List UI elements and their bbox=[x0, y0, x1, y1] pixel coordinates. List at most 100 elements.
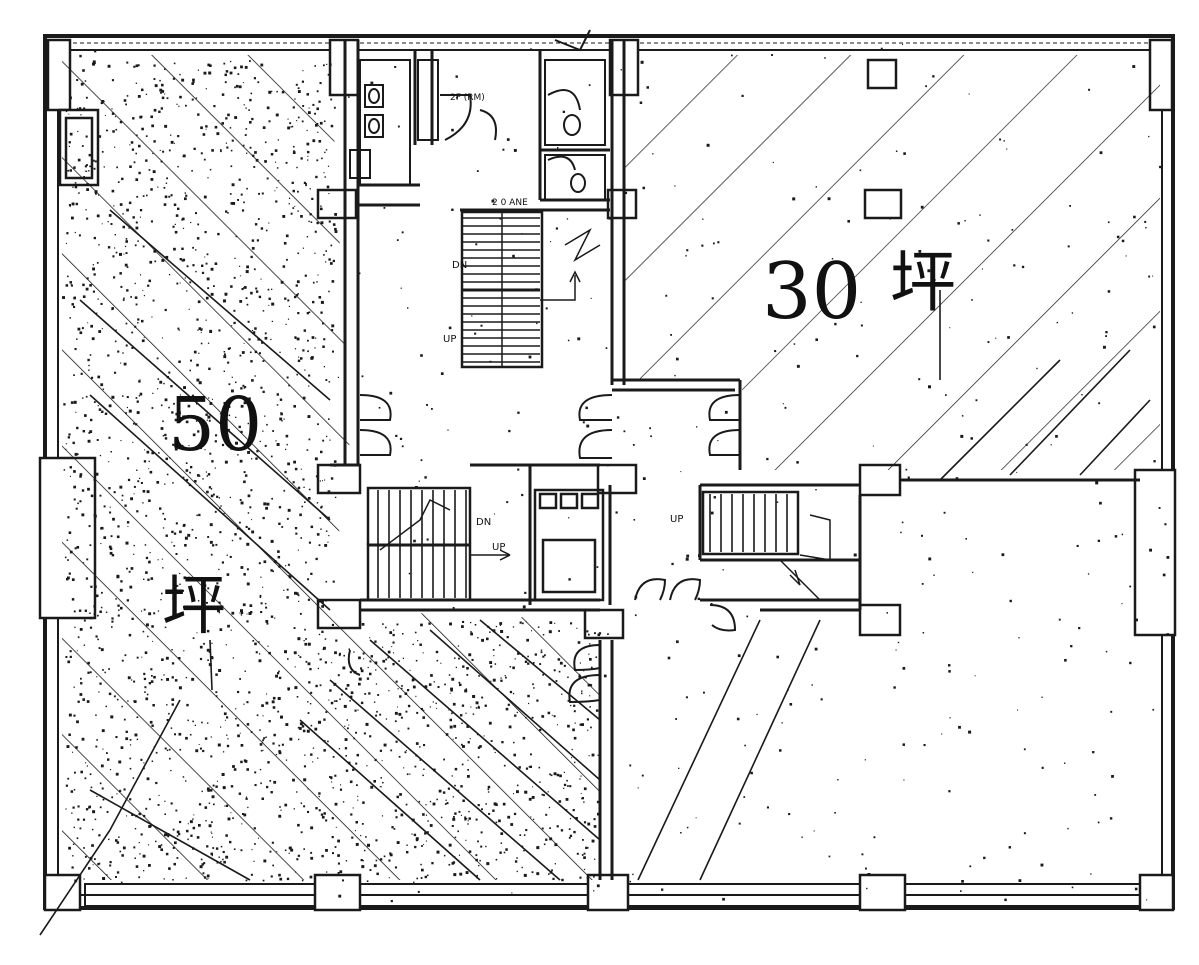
speckle bbox=[581, 854, 584, 856]
speckle bbox=[481, 808, 483, 811]
speckle bbox=[81, 489, 85, 492]
speckle bbox=[304, 754, 306, 756]
speckle bbox=[323, 740, 326, 742]
speckle bbox=[255, 158, 259, 162]
speckle bbox=[965, 538, 967, 540]
speckle bbox=[76, 837, 79, 840]
speckle bbox=[86, 765, 88, 767]
speckle bbox=[422, 774, 424, 777]
speckle bbox=[98, 408, 102, 411]
speckle bbox=[172, 77, 175, 80]
speckle bbox=[247, 451, 250, 454]
speckle bbox=[263, 737, 266, 740]
speckle bbox=[1097, 821, 1100, 824]
speckle bbox=[392, 633, 395, 637]
speckle bbox=[632, 873, 634, 876]
speckle bbox=[90, 324, 93, 328]
speckle bbox=[464, 689, 468, 693]
speckle bbox=[427, 820, 429, 822]
speckle bbox=[1041, 696, 1043, 698]
speckle bbox=[172, 225, 175, 228]
speckle bbox=[203, 642, 205, 645]
speckle bbox=[509, 690, 513, 694]
speckle bbox=[949, 327, 951, 329]
speckle bbox=[65, 443, 67, 445]
speckle bbox=[144, 686, 147, 689]
speckle bbox=[69, 550, 73, 554]
speckle bbox=[979, 214, 981, 216]
speckle bbox=[353, 737, 355, 740]
speckle bbox=[83, 107, 86, 110]
speckle bbox=[248, 109, 250, 111]
speckle bbox=[268, 222, 270, 224]
speckle bbox=[184, 192, 186, 194]
speckle bbox=[162, 420, 164, 423]
speckle bbox=[234, 116, 238, 119]
speckle bbox=[1067, 245, 1070, 248]
speckle bbox=[587, 729, 589, 731]
stair-lower-left bbox=[366, 486, 511, 602]
speckle bbox=[88, 525, 91, 528]
speckle bbox=[412, 685, 416, 689]
speckle bbox=[129, 757, 132, 760]
speckle bbox=[983, 856, 986, 860]
speckle bbox=[118, 609, 120, 611]
speckle bbox=[264, 336, 268, 340]
speckle bbox=[267, 761, 270, 764]
speckle bbox=[69, 281, 72, 284]
speckle bbox=[507, 815, 511, 819]
speckle bbox=[541, 715, 543, 717]
speckle bbox=[475, 701, 479, 705]
speckle bbox=[428, 683, 432, 686]
speckle bbox=[73, 305, 76, 308]
speckle bbox=[245, 525, 248, 528]
speckle bbox=[1125, 255, 1127, 257]
speckle bbox=[308, 385, 310, 387]
speckle bbox=[99, 682, 102, 685]
speckle bbox=[83, 644, 86, 646]
speckle bbox=[94, 858, 96, 860]
speckle bbox=[111, 308, 114, 311]
speckle bbox=[296, 858, 299, 861]
speckle bbox=[135, 221, 138, 224]
speckle bbox=[301, 80, 304, 83]
speckle bbox=[92, 267, 95, 271]
speckle bbox=[561, 693, 563, 695]
speckle bbox=[148, 499, 151, 502]
speckle bbox=[83, 176, 85, 178]
speckle bbox=[503, 764, 506, 767]
speckle bbox=[413, 881, 415, 883]
speckle bbox=[81, 737, 85, 741]
speckle bbox=[288, 305, 290, 307]
speckle bbox=[242, 813, 244, 815]
speckle bbox=[75, 746, 78, 749]
speckle bbox=[431, 862, 434, 865]
speckle bbox=[711, 297, 714, 300]
speckle bbox=[384, 667, 387, 670]
speckle bbox=[149, 470, 153, 474]
speckle bbox=[297, 252, 299, 255]
speckle bbox=[262, 715, 264, 717]
speckle bbox=[327, 516, 330, 519]
speckle bbox=[853, 553, 857, 557]
speckle bbox=[451, 712, 453, 715]
speckle bbox=[240, 430, 243, 434]
speckle bbox=[925, 85, 927, 88]
speckle bbox=[243, 471, 246, 474]
speckle bbox=[324, 544, 328, 547]
speckle bbox=[209, 452, 212, 455]
speckle bbox=[65, 448, 67, 450]
speckle bbox=[171, 541, 173, 543]
speckle bbox=[466, 674, 469, 676]
speckle bbox=[239, 265, 241, 267]
speckle bbox=[741, 94, 744, 97]
speckle bbox=[332, 580, 335, 583]
speckle bbox=[207, 877, 209, 879]
speckle bbox=[344, 747, 348, 750]
speckle bbox=[84, 165, 87, 168]
speckle bbox=[143, 677, 147, 681]
speckle bbox=[1018, 637, 1020, 639]
speckle bbox=[246, 768, 249, 771]
speckle bbox=[74, 231, 76, 234]
speckle bbox=[68, 141, 71, 144]
